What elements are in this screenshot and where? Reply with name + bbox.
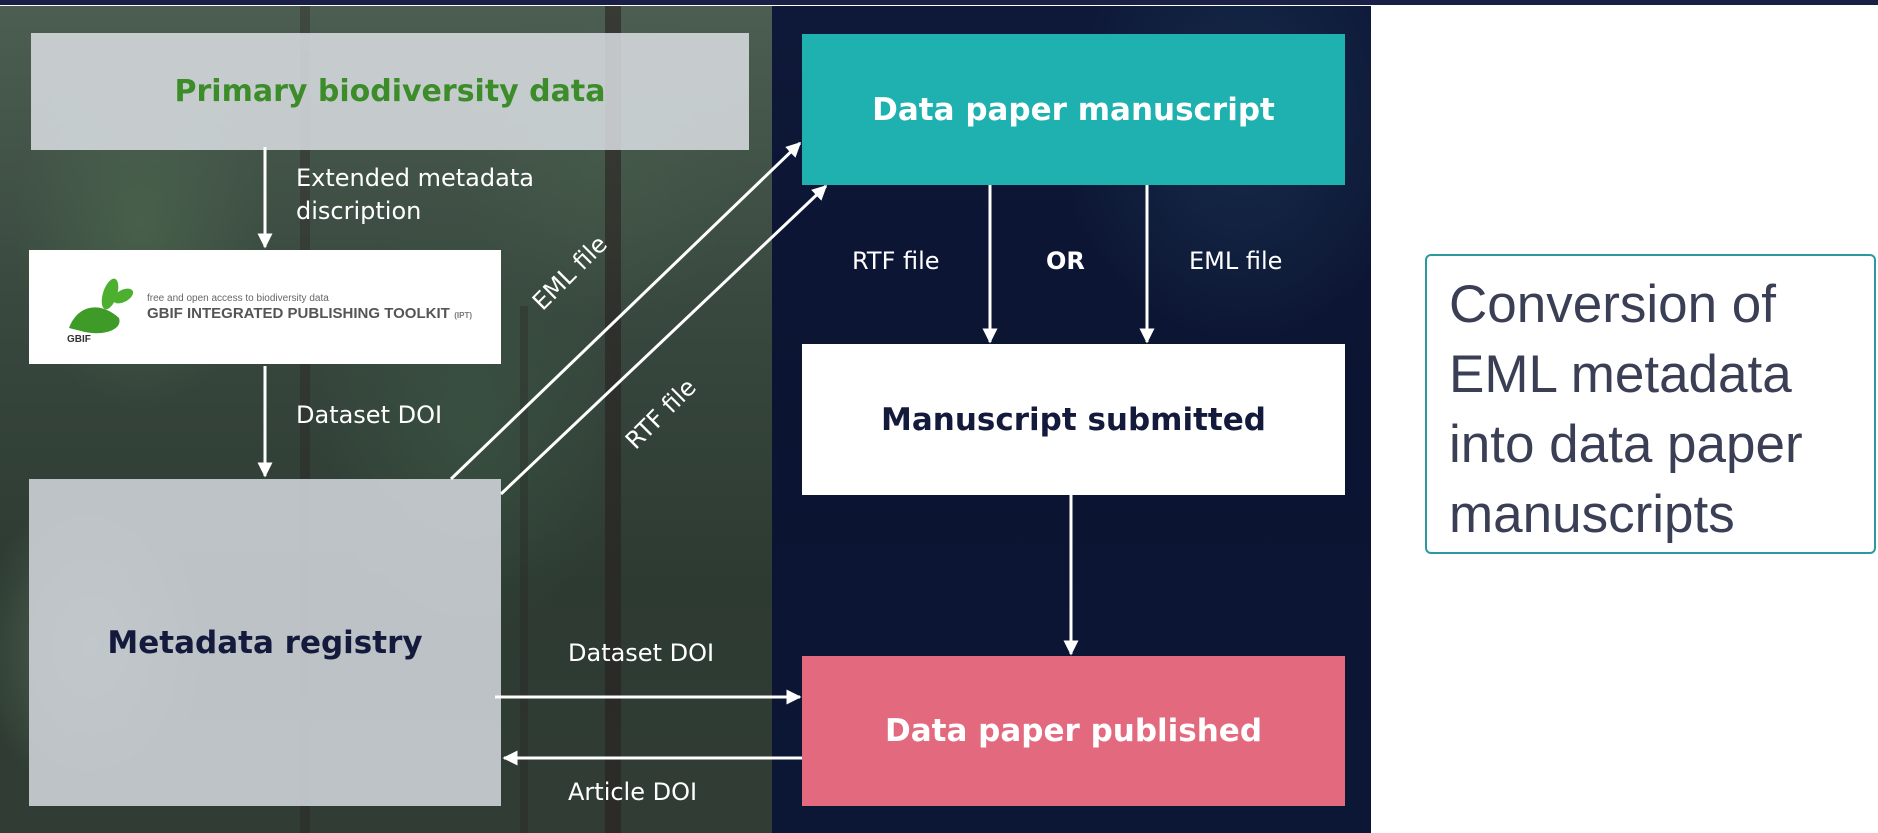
callout-box: Conversion of EML metadata into data pap… [1425,254,1876,554]
ipt-title-row: GBIF INTEGRATED PUBLISHING TOOLKIT (IPT) [147,306,472,323]
ipt-badge: (IPT) [454,311,473,320]
tree-trunk [520,306,528,833]
primary-biodiversity-data-box: Primary biodiversity data [31,33,749,150]
article-doi-label: Article DOI [568,778,698,806]
tree-trunk [300,6,310,833]
top-border-line [0,0,1878,5]
data-paper-published-box: Data paper published [802,656,1345,806]
manuscript-submitted-box: Manuscript submitted [802,344,1345,495]
eml-file-label: EML file [1189,247,1283,275]
gbif-logo-icon: GBIF [67,278,134,344]
gbif-logo-text: GBIF [67,334,91,344]
primary-biodiversity-data-label: Primary biodiversity data [174,74,606,109]
gbif-ipt-box: GBIF free and open access to biodiversit… [29,250,501,364]
slide: Primary biodiversity data GBIF free and … [0,6,1371,833]
callout-text: Conversion of EML metadata into data pap… [1449,275,1803,544]
ipt-tagline: free and open access to biodiversity dat… [147,293,329,304]
arrow-rtf-to-manuscript [499,184,828,496]
metadata-registry-box: Metadata registry [29,479,501,806]
rtf-file-label: RTF file [852,247,940,275]
data-paper-published-label: Data paper published [884,713,1263,749]
dataset-doi-bottom-label: Dataset DOI [568,639,715,667]
data-paper-manuscript-label: Data paper manuscript [872,91,1275,128]
ipt-title: GBIF INTEGRATED PUBLISHING TOOLKIT [147,305,450,322]
extended-metadata-label: Extended metadata discription [296,162,534,228]
dataset-doi-left-label: Dataset DOI [296,401,443,429]
ipt-text: free and open access to biodiversity dat… [147,291,472,323]
metadata-registry-label: Metadata registry [107,624,423,661]
extended-metadata-line2: discription [296,197,422,225]
manuscript-submitted-label: Manuscript submitted [881,401,1266,438]
or-label: OR [1046,247,1085,275]
data-paper-manuscript-box: Data paper manuscript [802,34,1345,185]
extended-metadata-line1: Extended metadata [296,164,534,192]
tree-trunk [605,6,621,833]
flow-arrows [257,141,1155,766]
arrow-eml-to-manuscript [449,141,802,481]
